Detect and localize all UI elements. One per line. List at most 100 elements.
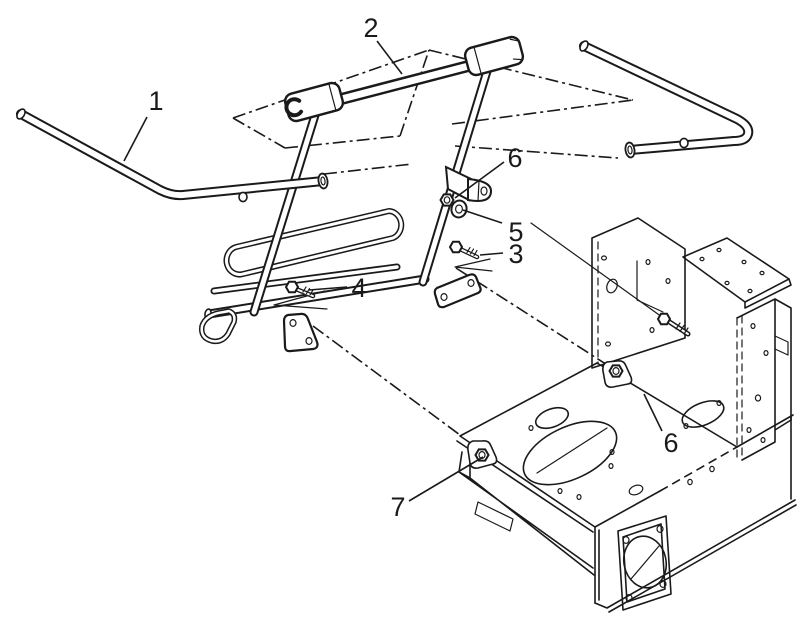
bolt-head <box>284 280 300 294</box>
panel-hole <box>763 350 769 357</box>
deck-hole <box>681 400 725 428</box>
callouts: 1 2 6 5 3 4 6 7 <box>123 13 679 522</box>
bolt-head <box>656 312 672 326</box>
bolt-shaft-core <box>667 320 689 335</box>
bracket-hole <box>467 279 475 288</box>
callout-number: 7 <box>390 492 405 522</box>
deck-small-hole <box>683 423 689 430</box>
alignment-line-right-bracket <box>455 267 613 369</box>
deck-small-hole <box>608 463 614 470</box>
callout-leader <box>308 286 348 291</box>
callout-number: 3 <box>508 239 523 269</box>
panel-hole <box>649 327 655 334</box>
panel-hole <box>760 437 766 444</box>
frame-back-panel-notch <box>636 260 664 313</box>
callout-leader <box>123 116 148 162</box>
alignment-line-left-bracket <box>312 325 461 436</box>
callout-leader <box>408 456 484 502</box>
callout-leader <box>376 40 403 75</box>
deck-hole <box>628 484 644 496</box>
clamp-slot <box>509 38 524 61</box>
callout-1: 1 <box>123 86 164 162</box>
panel-hole <box>600 255 607 261</box>
callout-number: 4 <box>351 273 366 303</box>
bolt-head <box>448 240 464 254</box>
clamp-rim <box>473 47 482 74</box>
handlebar-right <box>579 41 754 155</box>
callout-number: 1 <box>148 86 163 116</box>
panel-hole <box>750 323 756 330</box>
bracket-plate-right <box>433 273 482 309</box>
callout-5: 5 <box>462 209 524 247</box>
callout-6-lower: 6 <box>643 393 679 458</box>
plate-hole <box>699 256 705 262</box>
pto-bolt-hole <box>625 593 633 602</box>
frame-back-panel <box>591 217 686 369</box>
chevron-marker-right <box>454 258 493 272</box>
pto-bolt-hole <box>659 579 667 588</box>
handlebar-right-open-end <box>624 141 636 159</box>
panel-hole <box>645 259 651 266</box>
frame-front-left-edge <box>594 526 600 604</box>
callout-number: 6 <box>507 143 522 173</box>
frame-top-plate <box>682 237 792 309</box>
clamp-right <box>463 35 525 77</box>
frame-right-upper-edge <box>736 414 794 500</box>
bracket-hole <box>440 293 448 302</box>
handlebar-right-cap <box>579 40 589 52</box>
plate-hole <box>741 259 747 265</box>
frame-deck-outline <box>456 362 738 533</box>
callout-7: 7 <box>390 456 484 522</box>
frame-chassis <box>456 217 797 613</box>
plate-hole <box>747 288 753 294</box>
frame-right-panel <box>736 298 792 461</box>
callout-6-upper: 6 <box>454 143 523 199</box>
handlebar-grip-cap <box>16 108 26 120</box>
clamp-body <box>463 35 525 77</box>
callout-number: 6 <box>663 428 678 458</box>
handlebar-right-rim <box>627 145 633 155</box>
bracket-plate-left <box>282 312 319 353</box>
deck-engine-hole <box>522 420 618 486</box>
clamp-c-clip <box>284 97 304 118</box>
lower-cross-tube-core <box>206 276 428 317</box>
frame-support-notch <box>474 501 514 532</box>
clamp-rim <box>328 83 337 111</box>
callout-leader <box>462 209 503 224</box>
panel-hole <box>754 394 762 402</box>
panel-hole <box>746 427 752 434</box>
pto-hole <box>622 535 668 589</box>
callout-leader <box>454 161 505 199</box>
washer-inner <box>455 204 464 214</box>
clevis-line <box>477 180 480 202</box>
pto-bolt-hole <box>622 535 630 544</box>
bracket-hole <box>289 319 297 328</box>
frame-right-panel-front-edge <box>736 315 743 461</box>
callout-number: 2 <box>363 13 378 43</box>
bracket-hole <box>305 337 313 346</box>
bolt-threads <box>466 246 478 257</box>
hex-nut <box>608 364 624 378</box>
handlebar-open-end <box>317 172 329 190</box>
upright-left-core <box>251 109 319 315</box>
clevis-hole <box>480 186 488 196</box>
callout-3: 3 <box>479 239 524 269</box>
phantom-right-panel <box>323 49 634 175</box>
panel-hole <box>606 278 618 294</box>
pto-plate <box>617 515 672 611</box>
callout-4: 4 <box>308 273 367 303</box>
handle-assembly <box>16 35 525 353</box>
handlebar-right-core <box>581 43 752 153</box>
callout-2: 2 <box>363 13 403 75</box>
deck-small-hole <box>557 488 563 495</box>
deck-small-hole <box>609 449 615 456</box>
panel-hole <box>604 341 611 347</box>
callout-leader <box>643 393 663 432</box>
plate-hole <box>759 270 765 276</box>
bolt-4 <box>284 280 316 299</box>
lower-rail-rear-core <box>212 265 399 293</box>
front-face-hole <box>709 465 715 473</box>
deck-small-hole <box>576 494 582 501</box>
